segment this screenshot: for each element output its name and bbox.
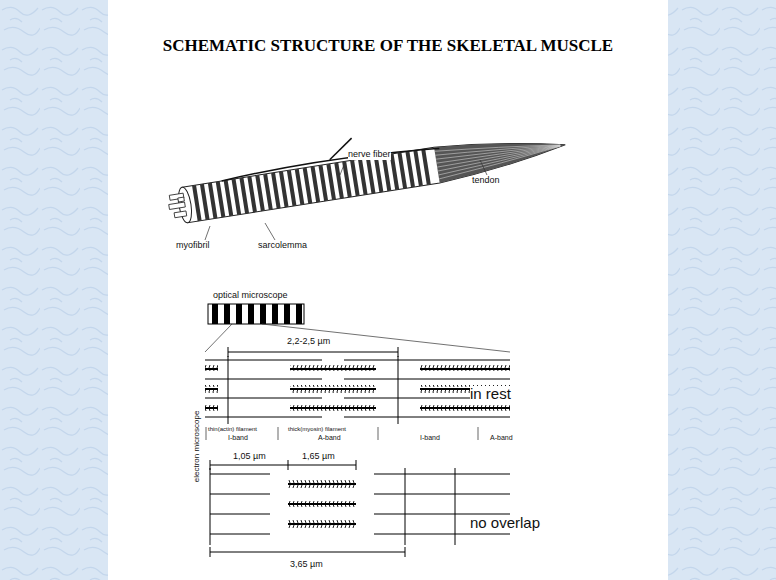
part-label: tendon: [472, 176, 500, 186]
band-label: I-band: [228, 434, 248, 442]
part-label: nerve fiber: [348, 150, 391, 160]
white-panel: [108, 0, 668, 580]
state-label: in rest: [470, 386, 511, 403]
filament-label: thick(myosin) filament: [288, 426, 346, 433]
part-label: myofibril: [176, 241, 210, 251]
microscope-label: optical microscope: [213, 291, 288, 301]
band-label: A-band: [318, 434, 341, 442]
filament-label: thin(actin) filament: [208, 426, 257, 433]
title: SCHEMATIC STRUCTURE OF THE SKELETAL MUSC…: [108, 36, 668, 56]
dimension-label: 2,2-2,5 µm: [287, 337, 330, 347]
band-label: A-band: [490, 434, 513, 442]
dimension-label: 1,05 µm: [233, 452, 266, 462]
dimension-label: 3,65 µm: [290, 560, 323, 570]
band-label: I-band: [420, 434, 440, 442]
part-label: sarcolemma: [258, 241, 307, 251]
dimension-label: 1,65 µm: [302, 452, 335, 462]
state-label: no overlap: [470, 515, 540, 532]
microscope-label: electron microscope: [194, 410, 203, 482]
